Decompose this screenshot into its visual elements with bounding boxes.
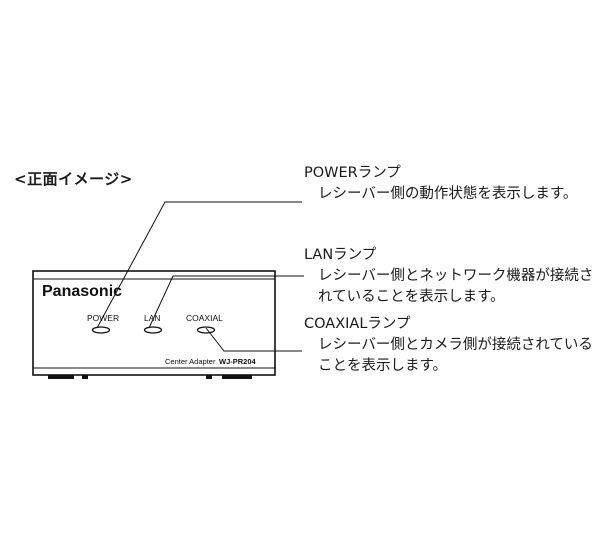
coaxial-lamp-callout: COAXIALランプ レシーバー側とカメラ側が接続されている ことを表示します。	[304, 314, 593, 377]
model-number: WJ-PR204	[219, 357, 257, 366]
lan-lamp-desc-line-2: れていることを表示します。	[318, 289, 505, 305]
lan-leader-line	[148, 275, 304, 329]
power-lamp-callout: POWERランプ レシーバー側の動作状態を表示します。	[304, 163, 577, 205]
lan-led-label: LAN	[144, 313, 161, 323]
lan-lamp-desc-line-1: レシーバー側とネットワーク機器が接続さ	[318, 268, 594, 284]
brand-logo: Panasonic	[42, 283, 122, 300]
coaxial-led	[196, 326, 216, 334]
power-led	[91, 326, 111, 334]
front-image-heading: <正面イメージ>	[14, 170, 133, 188]
coaxial-leader-line	[205, 327, 302, 352]
power-leader-line	[96, 201, 302, 329]
coaxial-led-label: COAXIAL	[186, 313, 223, 323]
coaxial-lamp-desc-line-2: ことを表示します。	[318, 358, 448, 374]
lan-lamp-callout: LANランプ レシーバー側とネットワーク機器が接続さ れていることを表示します。	[304, 245, 593, 308]
coaxial-lamp-desc-line-1: レシーバー側とカメラ側が接続されている	[318, 337, 593, 353]
lan-lamp-title: LANランプ	[304, 247, 377, 263]
lan-led	[143, 326, 163, 334]
device-body	[32, 270, 276, 376]
coaxial-lamp-title: COAXIALランプ	[304, 316, 411, 332]
device-feet	[48, 375, 252, 379]
power-led-label: POWER	[87, 313, 119, 323]
power-lamp-title: POWERランプ	[304, 165, 401, 181]
power-lamp-desc-line-1: レシーバー側の動作状態を表示します。	[318, 186, 578, 202]
model-name-prefix: Center Adapter	[165, 357, 216, 366]
